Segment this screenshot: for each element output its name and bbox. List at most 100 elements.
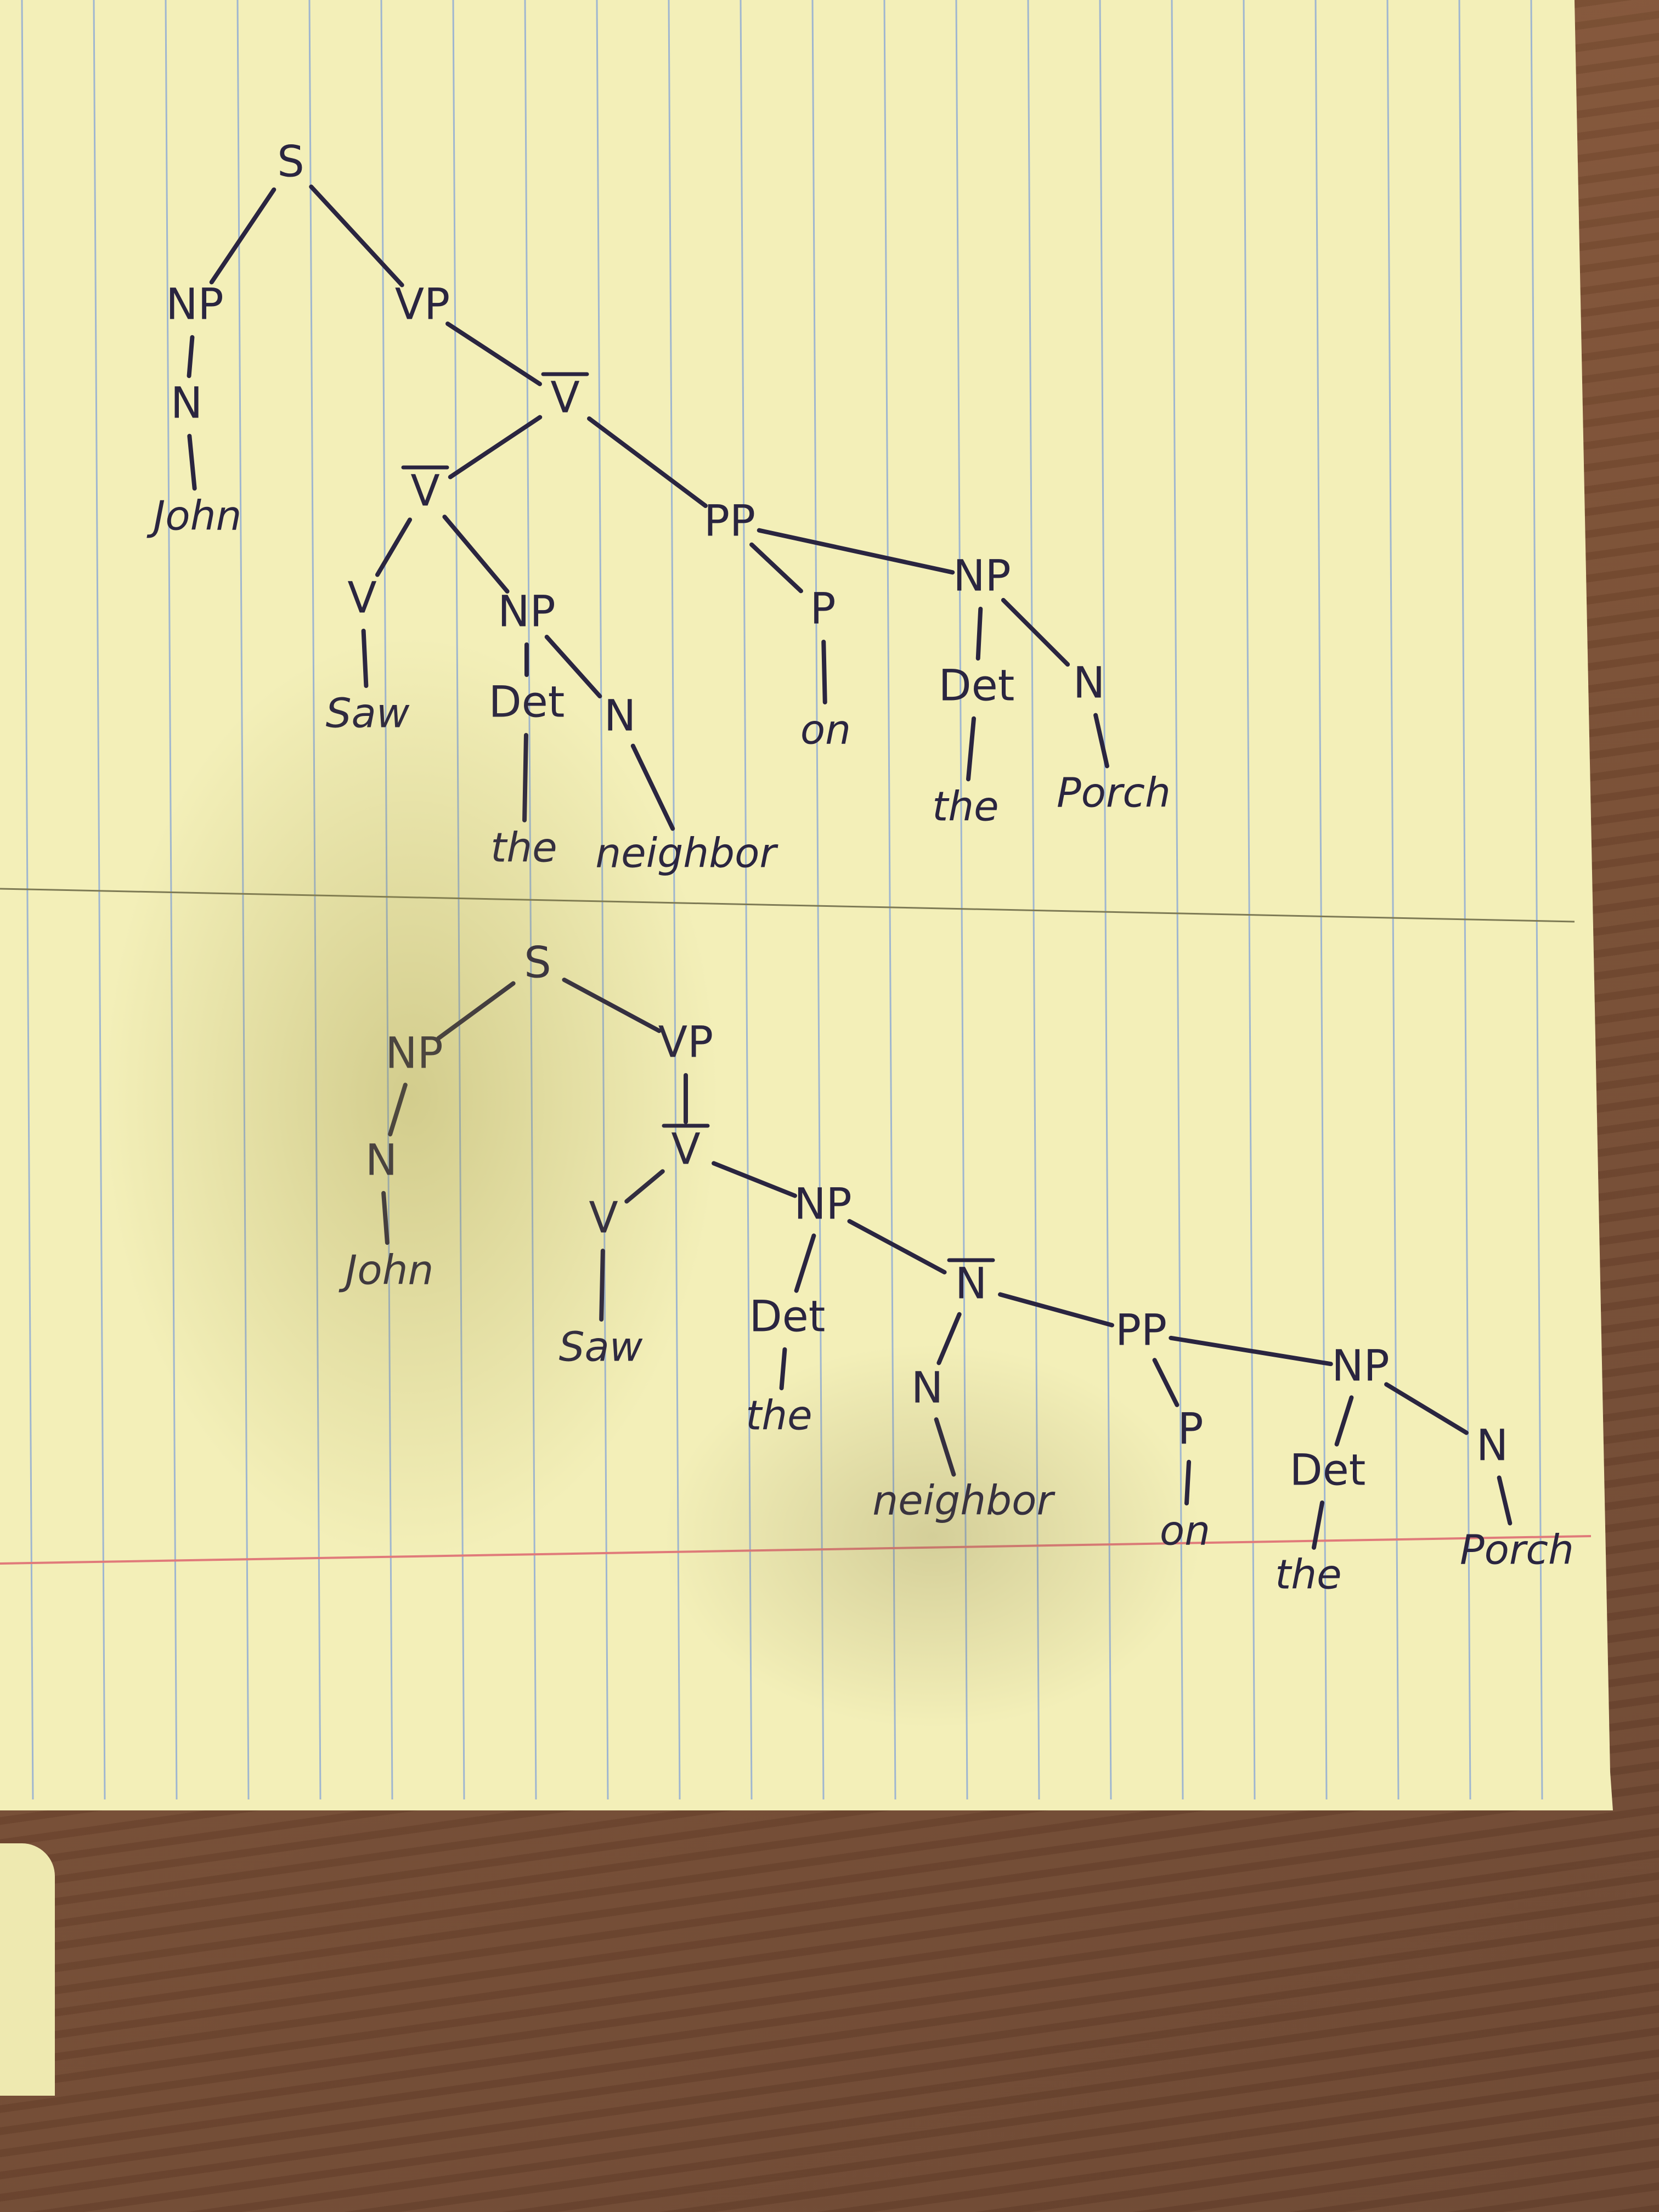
tree-branch [779, 1347, 787, 1391]
category-node: V [550, 373, 579, 422]
category-node: VP [395, 280, 450, 329]
tree-branch [749, 542, 803, 594]
word-node: on [800, 707, 851, 754]
category-node: NP [498, 587, 555, 636]
rule-line [236, 0, 250, 1800]
rule-line [165, 0, 178, 1800]
rule-line [740, 0, 753, 1800]
word-node: Porch [1460, 1527, 1574, 1574]
rule-line [668, 0, 681, 1800]
category-node: N [604, 691, 636, 741]
category-node: P [810, 584, 836, 634]
category-node: N [171, 379, 202, 428]
category-node: VP [658, 1018, 713, 1067]
tree-branch [522, 732, 528, 823]
rule-line [1243, 0, 1256, 1800]
category-node: N [955, 1259, 987, 1308]
tree-branch [209, 187, 276, 285]
category-node: PP [1115, 1306, 1167, 1355]
tree-branch [187, 433, 197, 491]
tree-branch [436, 981, 516, 1041]
tree-branch [1169, 1335, 1333, 1367]
tree-branch [630, 743, 675, 831]
tree-branch [975, 606, 983, 661]
category-node: N [911, 1363, 943, 1413]
tree-branch [309, 184, 404, 287]
tree-branch [361, 628, 369, 689]
tree-branch [442, 515, 510, 594]
word-node: the [490, 825, 557, 872]
tree-branch [712, 1161, 797, 1198]
rule-line [1314, 0, 1328, 1800]
margin-line [0, 1535, 1592, 1565]
rule-line [452, 0, 465, 1800]
category-node: V [671, 1125, 700, 1174]
tree-branch [587, 416, 708, 508]
category-node: S [524, 938, 551, 988]
word-node: the [1275, 1551, 1341, 1599]
word-node: neighbor [595, 830, 778, 877]
category-node: PP [704, 496, 755, 546]
rule-line [811, 0, 825, 1800]
tree-branch [388, 1082, 408, 1137]
word-node: the [746, 1392, 812, 1440]
rule-line [1027, 0, 1040, 1800]
rule-line [1530, 0, 1543, 1800]
category-node: Det [1290, 1446, 1366, 1495]
parse-tree-1: SNPNJohnVPVVVSawNPDettheNneighborPPPonNP… [146, 137, 1171, 877]
category-node: P [1177, 1404, 1203, 1454]
category-node: NP [1331, 1341, 1389, 1391]
tree-branch [1497, 1475, 1513, 1526]
category-node: Det [939, 661, 1015, 710]
word-node: the [932, 783, 998, 831]
word-node: Saw [326, 690, 410, 737]
tree-branch [794, 1233, 816, 1293]
tree-branch [757, 528, 955, 575]
rule-line [21, 0, 34, 1800]
tree-branch [934, 1417, 956, 1477]
category-node: N [1476, 1421, 1508, 1470]
category-node: Det [749, 1292, 826, 1341]
tree-branch [624, 1169, 665, 1204]
word-node: Saw [559, 1324, 643, 1371]
rule-line [955, 0, 968, 1800]
tree-branch [544, 634, 602, 699]
category-node: V [589, 1193, 618, 1243]
tree-branch [381, 1190, 390, 1245]
category-node: N [365, 1136, 397, 1185]
word-node: John [338, 1247, 434, 1294]
rule-line [380, 0, 393, 1800]
category-node: NP [385, 1029, 443, 1078]
tree-branch [821, 639, 827, 705]
tree-branch [599, 1248, 605, 1322]
word-node: neighbor [872, 1477, 1056, 1525]
tree-branch [562, 978, 662, 1033]
tree-branch [187, 335, 195, 379]
category-node: V [410, 466, 439, 516]
category-node: NP [794, 1180, 851, 1229]
notepad-corner [0, 1843, 55, 2096]
tree-branch [847, 1219, 947, 1274]
tree-branch [1334, 1395, 1354, 1447]
category-node: NP [166, 280, 223, 329]
tree-branch [998, 1292, 1114, 1328]
rule-line [1458, 0, 1471, 1800]
word-node: Porch [1057, 770, 1171, 817]
word-node: on [1160, 1508, 1210, 1555]
parse-tree-2: SNPNJohnVPVVSawNPDettheNNneighborPPPonNP… [338, 938, 1574, 1598]
rule-line [1386, 0, 1400, 1800]
category-node: NP [953, 551, 1011, 601]
rule-line [308, 0, 321, 1800]
tree-branch [966, 716, 977, 782]
category-node: N [1073, 658, 1105, 708]
category-node: Det [489, 678, 565, 727]
rule-line [1171, 0, 1184, 1800]
word-node: John [146, 493, 242, 540]
tree-branch [448, 415, 543, 479]
rule-line [1099, 0, 1112, 1800]
fold-line [0, 888, 1575, 923]
paper-ruling [0, 0, 1592, 1800]
tree-branch [1184, 1459, 1192, 1506]
tree-branch [1311, 1500, 1325, 1550]
